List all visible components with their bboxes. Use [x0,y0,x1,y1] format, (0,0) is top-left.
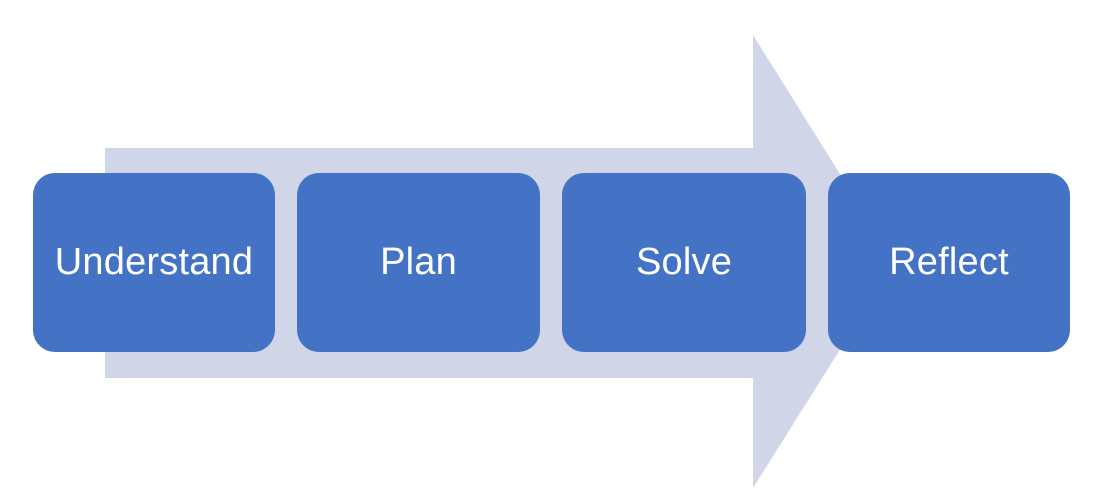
stage-box-reflect[interactable]: Reflect [828,173,1070,352]
stage-label-plan: Plan [380,240,457,283]
stage-label-understand: Understand [54,240,254,283]
stage-box-understand[interactable]: Understand [33,173,275,352]
stage-label-solve: Solve [635,240,733,283]
stage-box-solve[interactable]: Solve [562,173,806,352]
stage-box-plan[interactable]: Plan [297,173,540,352]
stage-label-reflect: Reflect [889,240,1009,283]
